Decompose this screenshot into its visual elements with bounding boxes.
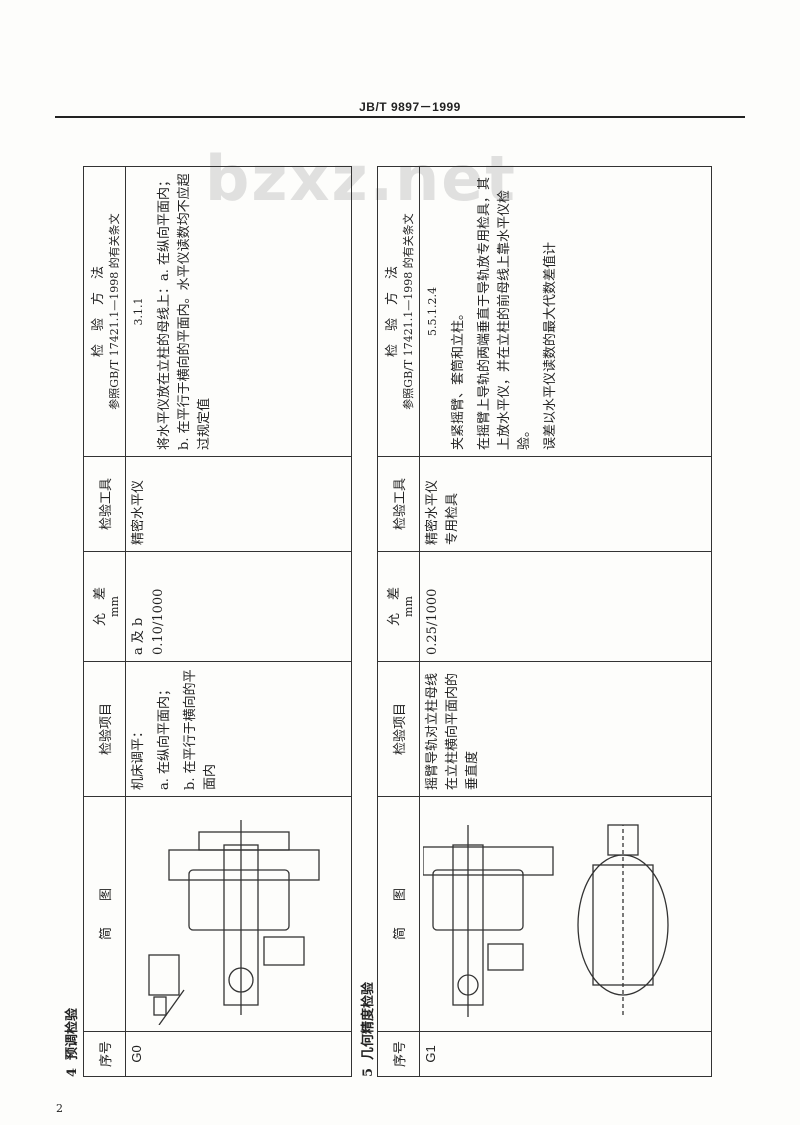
section-5-number: 5 (361, 1067, 376, 1077)
tool-line: 专用检具 (445, 492, 460, 545)
section-4-number: 4 (65, 1067, 80, 1077)
col-seq: 序号 (377, 1031, 420, 1077)
col-tolerance-unit: mm (401, 596, 415, 617)
col-diagram: 简 图 (377, 796, 420, 1032)
col-method-label: 检 验 方 法 (385, 266, 400, 358)
col-tool: 检验工具 (377, 456, 420, 552)
tolerance-line: a 及 b (131, 617, 146, 655)
row-tool: 精密水平仪 专用检具 (419, 456, 712, 552)
row-method: 5.5.1.2.4 夹紧摇臂、套筒和立柱。 在摇臂上导轨的两端垂直于导轨放专用检… (419, 166, 712, 457)
diagram-g1 (419, 796, 712, 1032)
tolerance-line: 0.25/1000 (425, 588, 440, 655)
method-clause: 3.1.1 (132, 297, 145, 326)
row-tool: 精密水平仪 (125, 456, 352, 552)
col-method-label: 检 验 方 法 (91, 266, 106, 358)
col-tolerance-label: 允 差 (92, 587, 108, 627)
method-text: 将水平仪放在立柱的母线上：a. 在纵向平面内；b. 在平行于横向的平面内。水平仪… (157, 173, 212, 450)
header-rule (55, 116, 745, 118)
section-4-title: 4 预调检验 (61, 1008, 80, 1077)
table-row: G0 (125, 166, 352, 1077)
col-tolerance-label: 允 差 (386, 587, 402, 627)
method-clause: 5.5.1.2.4 (426, 287, 439, 336)
tolerance-line: 0.10/1000 (151, 588, 166, 655)
col-method-ref: 参照GB/T 17421.1—1998 的有关条文 (108, 213, 121, 410)
arm-guide-diagram (423, 824, 669, 1017)
col-method-ref: 参照GB/T 17421.1—1998 的有关条文 (402, 213, 415, 410)
drill-machine-diagram (148, 820, 320, 1025)
item-text: 摇臂导轨对立柱母线在立柱横向平面内的垂直度 (425, 672, 480, 790)
col-method: 检 验 方 法参照GB/T 17421.1—1998 的有关条文 (83, 166, 126, 457)
col-tolerance-unit: mm (107, 596, 121, 617)
item-line: 机床调平： (131, 724, 146, 790)
col-tool: 检验工具 (83, 456, 126, 552)
method-text: 夹紧摇臂、套筒和立柱。 (451, 306, 466, 450)
col-method: 检 验 方 法参照GB/T 17421.1—1998 的有关条文 (377, 166, 420, 457)
col-item: 检验项目 (83, 661, 126, 797)
col-item: 检验项目 (377, 661, 420, 797)
row-tolerance: a 及 b 0.10/1000 (125, 551, 352, 662)
diagram-g0 (125, 796, 352, 1032)
row-item: 摇臂导轨对立柱母线在立柱横向平面内的垂直度 (419, 661, 712, 797)
tool-line: 精密水平仪 (425, 479, 440, 545)
method-text: 误差以水平仪读数的最大代数差值计 (543, 241, 558, 450)
section-4-label: 预调检验 (65, 1007, 80, 1060)
section-5-title: 5 几何精度检验 (357, 982, 376, 1077)
item-line: a. 在纵向平面内； (157, 682, 172, 790)
section-5-label: 几何精度检验 (361, 981, 376, 1060)
col-diagram: 简 图 (83, 796, 126, 1032)
item-line: b. 在平行于横向的平面内 (183, 669, 218, 790)
row-seq: G1 (419, 1031, 712, 1077)
row-tolerance: 0.25/1000 (419, 551, 712, 662)
method-text: 在摇臂上导轨的两端垂直于导轨放专用检具，其上放水平仪，并在立柱的前母线上靠水平仪… (477, 176, 532, 450)
row-seq: G0 (125, 1031, 352, 1077)
col-seq: 序号 (83, 1031, 126, 1077)
row-item: 机床调平： a. 在纵向平面内； b. 在平行于横向的平面内 (125, 661, 352, 797)
page-number: 2 (56, 1102, 63, 1115)
page-header-standard: JB/T 9897－1999 (359, 100, 461, 114)
row-method: 3.1.1 将水平仪放在立柱的母线上：a. 在纵向平面内；b. 在平行于横向的平… (125, 166, 352, 457)
table-row: G1 (419, 166, 712, 1077)
